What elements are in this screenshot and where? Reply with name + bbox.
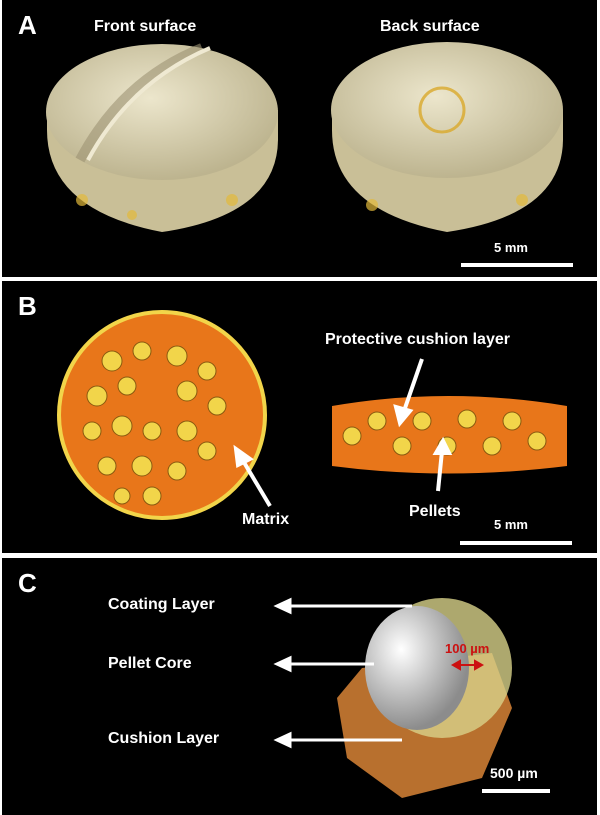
back-surface-label: Back surface (380, 18, 480, 35)
panel-b: B Protective cushion layer Matrix Pellet… (2, 281, 597, 553)
panel-c: C Coating Layer Pellet Core Cushion Laye… (2, 558, 597, 815)
scale-bar-label-b: 5 mm (494, 517, 528, 532)
scale-bar-a (461, 263, 573, 267)
panel-a: A Front surface Back surface 5 mm (2, 0, 597, 277)
pellets-label: Pellets (409, 503, 461, 520)
scale-bar-b (460, 541, 572, 545)
coating-thickness-label: 100 µm (445, 641, 490, 656)
cushion-layer-label: Cushion Layer (108, 730, 220, 747)
annotation-arrows (273, 597, 412, 749)
scale-bar-c (482, 789, 550, 793)
panel-letter-b: B (18, 291, 37, 321)
tablet-renderings (46, 42, 563, 232)
annotation-arrows (233, 358, 453, 508)
front-tablet (46, 43, 278, 232)
pellet-rendering (273, 597, 512, 798)
thickness-arrow (450, 659, 485, 671)
vertical-cross-section (332, 396, 567, 474)
pellet-core (365, 606, 469, 730)
protective-cushion-layer-label: Protective cushion layer (325, 331, 510, 348)
matrix-label: Matrix (242, 511, 290, 528)
scale-bar-label-c: 500 µm (490, 765, 538, 781)
pellet-core-label: Pellet Core (108, 655, 192, 672)
coating-layer-label: Coating Layer (108, 596, 215, 613)
cross-sections (57, 310, 567, 520)
panel-letter-c: C (18, 568, 37, 598)
panel-letter-a: A (18, 10, 37, 40)
back-tablet (331, 42, 563, 232)
horizontal-cross-section (57, 310, 267, 520)
front-surface-label: Front surface (94, 18, 197, 35)
scale-bar-label-a: 5 mm (494, 240, 528, 255)
